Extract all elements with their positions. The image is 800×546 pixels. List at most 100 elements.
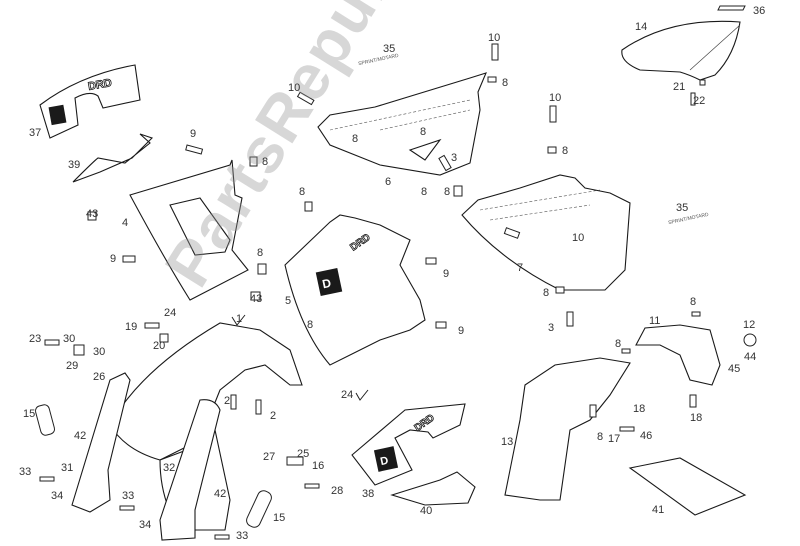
part-label-14[interactable]: 14 [635,21,648,33]
part-label-15b[interactable]: 15 [273,512,286,524]
part-label-46[interactable]: 46 [640,430,653,442]
part-label-9d[interactable]: 9 [458,325,465,337]
part-label-3a[interactable]: 3 [451,152,458,164]
part-label-35b[interactable]: 35 [676,202,689,214]
hardware-fasteners [39,43,706,540]
part-4-front-side-panel[interactable] [129,159,249,301]
part-label-43a[interactable]: 43 [86,208,99,220]
part-label-1[interactable]: 1 [236,313,243,325]
part-label-5[interactable]: 5 [285,295,292,307]
part-label-45[interactable]: 45 [728,363,741,375]
part-label-37[interactable]: 37 [29,127,42,139]
part-label-17[interactable]: 17 [608,433,621,445]
part-label-26[interactable]: 26 [93,371,106,383]
part-14-seat[interactable] [621,20,741,81]
part-label-22[interactable]: 22 [693,95,706,107]
part-label-31[interactable]: 31 [61,462,74,474]
part-label-8i[interactable]: 8 [562,145,569,157]
part-label-42b[interactable]: 42 [214,488,227,500]
part-label-8h[interactable]: 8 [502,77,509,89]
part-12-reflector[interactable] [743,333,757,347]
part-41-plate[interactable] [628,457,747,516]
part-39[interactable] [72,133,154,183]
part-label-7[interactable]: 7 [517,262,524,274]
part-7-side-panel[interactable] [461,174,631,291]
part-15-plate-right[interactable] [245,489,274,529]
part-label-8n[interactable]: 8 [444,186,451,198]
part-label-3b[interactable]: 3 [548,322,555,334]
part-label-43b[interactable]: 43 [250,293,263,305]
decal-5-letter: D [321,276,333,292]
part-label-34b[interactable]: 34 [139,519,152,531]
part-label-39[interactable]: 39 [68,159,81,171]
part-11-number-bracket[interactable] [635,324,721,386]
part-label-10a[interactable]: 10 [288,82,301,94]
part-label-8e[interactable]: 8 [421,186,428,198]
part-36[interactable] [717,5,746,11]
part-label-36[interactable]: 36 [753,5,766,17]
part-label-24b[interactable]: 24 [341,389,354,401]
part-label-33b[interactable]: 33 [122,490,135,502]
part-label-8d[interactable]: 8 [307,319,314,331]
part-label-44[interactable]: 44 [744,351,757,363]
part-label-27[interactable]: 27 [263,451,276,463]
part-6-rear-side-panel[interactable] [317,72,487,176]
part-label-10b[interactable]: 10 [488,32,501,44]
part-label-35a[interactable]: 35 [383,43,396,55]
part-label-16[interactable]: 16 [312,460,325,472]
part-40[interactable] [390,471,476,506]
part-label-6[interactable]: 6 [385,176,392,188]
part-label-30b[interactable]: 30 [93,346,106,358]
part-label-23[interactable]: 23 [29,333,42,345]
part-label-4[interactable]: 4 [122,217,129,229]
part-label-42a[interactable]: 42 [74,430,87,442]
part-38-decal[interactable]: D DRD [351,403,466,486]
part-label-8c[interactable]: 8 [257,247,264,259]
part-label-41[interactable]: 41 [652,504,665,516]
part-label-2a[interactable]: 2 [224,395,231,407]
part-label-9c[interactable]: 9 [443,268,450,280]
part-37-decal[interactable]: DRD [39,64,141,139]
part-label-9b[interactable]: 9 [110,253,117,265]
part-31-fork-guard[interactable] [71,372,131,513]
part-label-8l[interactable]: 8 [690,296,697,308]
part-label-40[interactable]: 40 [420,505,433,517]
part-label-2b[interactable]: 2 [270,410,277,422]
part-label-29[interactable]: 29 [66,360,79,372]
part-label-25[interactable]: 25 [297,448,310,460]
part-label-12[interactable]: 12 [743,319,756,331]
part-label-8f[interactable]: 8 [352,133,359,145]
part-13-rear-fender[interactable] [504,357,631,501]
decal-38-letter: D [379,455,389,468]
part-label-8b[interactable]: 8 [299,186,306,198]
part-label-18b[interactable]: 18 [690,412,703,424]
part-label-8g[interactable]: 8 [420,126,427,138]
part-label-13[interactable]: 13 [501,436,514,448]
part-label-15a[interactable]: 15 [23,408,36,420]
decal-37-brand: DRD [87,77,113,93]
part-label-34a[interactable]: 34 [51,490,64,502]
part-label-28[interactable]: 28 [331,485,344,497]
part-label-9a[interactable]: 9 [190,128,197,140]
part-label-21[interactable]: 21 [673,81,686,93]
part-32-fork-guard[interactable] [159,399,221,541]
part-label-20[interactable]: 20 [153,340,166,352]
part-label-8a[interactable]: 8 [262,156,269,168]
part-label-19[interactable]: 19 [125,321,138,333]
part-label-33a[interactable]: 33 [19,466,32,478]
part-label-8j[interactable]: 8 [543,287,550,299]
part-label-33c[interactable]: 33 [236,530,249,542]
part-label-32[interactable]: 32 [163,462,176,474]
part-label-10c[interactable]: 10 [549,92,562,104]
part-label-8m[interactable]: 8 [597,431,604,443]
part-label-38[interactable]: 38 [362,488,375,500]
part-label-18a[interactable]: 18 [633,403,646,415]
part-label-10d[interactable]: 10 [572,232,585,244]
part-15-plate-left[interactable] [34,404,56,437]
part-label-8k[interactable]: 8 [615,338,622,350]
part-label-11[interactable]: 11 [649,315,661,327]
part-label-24a[interactable]: 24 [164,307,177,319]
part-5-front-fairing[interactable]: D DRD [284,214,426,366]
part-label-30a[interactable]: 30 [63,333,76,345]
